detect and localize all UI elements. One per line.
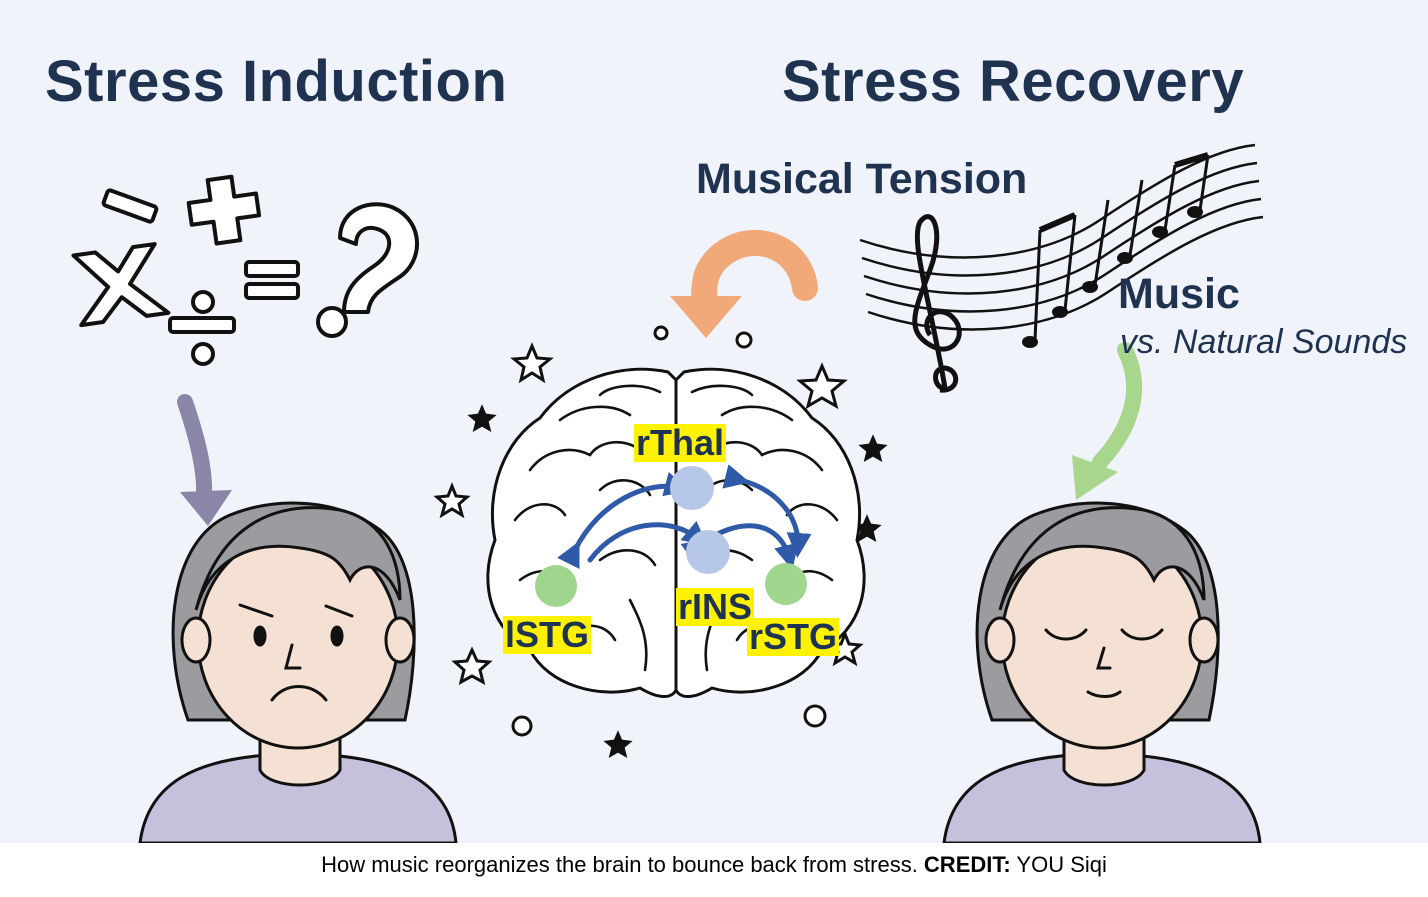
treble-clef-icon xyxy=(912,214,962,393)
equals-icon xyxy=(244,260,300,300)
divide-icon xyxy=(168,290,236,366)
region-label-rstg: rSTG xyxy=(747,616,840,657)
plus-icon xyxy=(186,174,262,246)
natural-sounds-label: vs. Natural Sounds xyxy=(1120,323,1408,361)
stressed-person xyxy=(138,501,458,843)
recovery-arrow xyxy=(1072,342,1143,500)
figure: Stress Induction Stress Recovery Musical… xyxy=(0,0,1428,843)
credit-label: CREDIT: xyxy=(923,852,1011,877)
stress-recovery-title: Stress Recovery xyxy=(782,49,1245,114)
credit-name: YOU Siqi xyxy=(1010,852,1107,877)
music-staff xyxy=(859,143,1264,393)
caption-text: How music reorganizes the brain to bounc… xyxy=(321,852,924,877)
musical-tension-label: Musical Tension xyxy=(696,155,1028,203)
brain-connections xyxy=(557,464,812,570)
region-label-rthal: rThal xyxy=(634,422,727,463)
music-notes-icon xyxy=(1033,152,1210,341)
decorations xyxy=(433,325,888,759)
calm-person xyxy=(942,501,1262,843)
stress-induction-title: Stress Induction xyxy=(45,49,508,114)
figure-caption: How music reorganizes the brain to bounc… xyxy=(0,852,1428,878)
music-label: Music xyxy=(1118,270,1240,318)
region-label-lstg: lSTG xyxy=(503,614,592,655)
minus-icon xyxy=(101,188,159,224)
math-symbols xyxy=(71,174,419,366)
brain-nodes xyxy=(535,466,807,607)
region-label-rins: rINS xyxy=(676,586,755,627)
question-icon xyxy=(338,202,419,314)
tension-arrow xyxy=(670,229,818,338)
stress-arrow xyxy=(177,394,232,526)
times-icon xyxy=(71,242,171,328)
